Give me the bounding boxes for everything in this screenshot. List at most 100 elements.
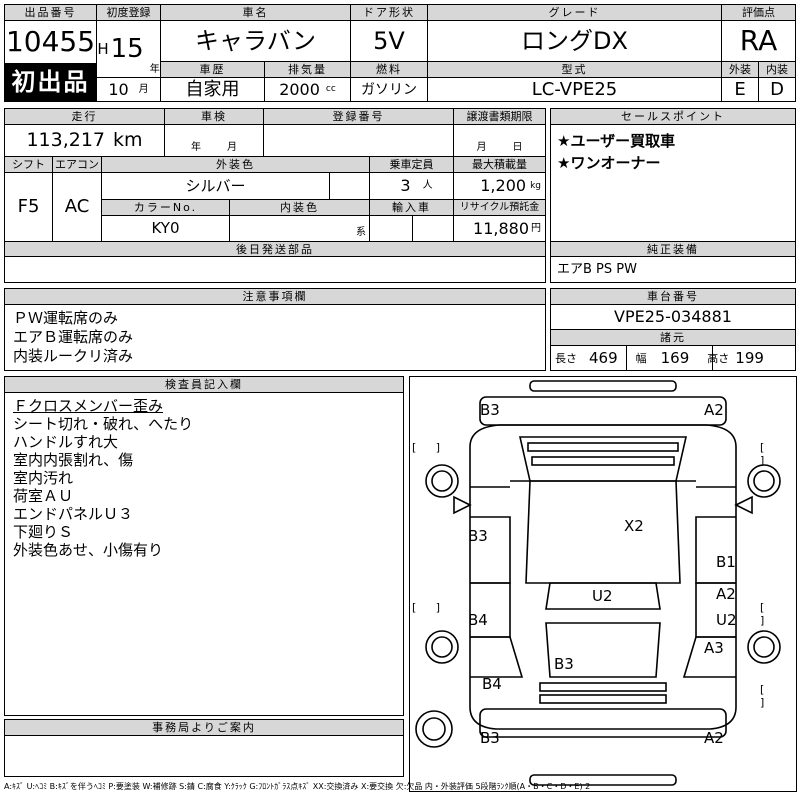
- sales-point: ★ワンオーナー: [557, 154, 661, 172]
- vehicle-outline: [415, 380, 781, 786]
- history: 自家用: [161, 78, 265, 101]
- inspector-note: 室内汚れ: [13, 469, 74, 487]
- interior-label: 内装: [759, 62, 795, 78]
- damage-rear: B3: [554, 655, 574, 673]
- dims-divider: [712, 346, 713, 370]
- chassis-no: VPE25-034881: [551, 305, 795, 330]
- damage-bottom-left: B3: [480, 729, 500, 747]
- damage-right-mid-2: U2: [716, 611, 737, 629]
- bracket-mark: [ ]: [412, 601, 449, 614]
- month-unit: 月: [138, 83, 149, 95]
- max-load: 1,200: [480, 176, 527, 195]
- aircon-label: エアコン: [53, 157, 102, 173]
- model-code: LC-VPE25: [428, 78, 722, 101]
- damage-right-mid: A2: [716, 585, 736, 603]
- bracket-mark: [ ]: [412, 441, 449, 454]
- recycle-cell: 11,880 円: [454, 216, 545, 241]
- sales-points-label: セールスポイント: [551, 109, 795, 125]
- dims-divider: [626, 346, 627, 370]
- displacement: 2000: [279, 79, 320, 99]
- note-line: ＰＷ運転席のみ: [13, 309, 119, 327]
- first-listing-badge: 初出品: [5, 63, 97, 101]
- lot-number-label: 出品番号: [5, 5, 97, 21]
- note-line: 内装ルークリ済み: [13, 347, 134, 365]
- mileage-cell: 113,217 km: [5, 125, 165, 157]
- displacement-label: 排気量: [265, 62, 351, 78]
- year-unit: 年: [149, 64, 160, 75]
- inspector-note: 下廻りＳ: [13, 523, 74, 541]
- equipment: エアB PS PW: [557, 262, 637, 277]
- exterior-score: E: [722, 78, 759, 101]
- import-cell: [370, 216, 454, 241]
- reg-year: 15: [110, 34, 144, 64]
- first-reg-year: H 15 年: [97, 21, 161, 78]
- capacity: 3: [400, 176, 411, 195]
- cc-unit: cc: [325, 84, 336, 94]
- ext-color-label: 外装色: [102, 157, 370, 173]
- inspector-notes: Ｆクロスメンバー歪み シート切れ・破れ、へたり ハンドルすれ大 室内内張割れ、傷…: [5, 395, 403, 595]
- capacity-label: 乗車定員: [370, 157, 454, 173]
- specs-label: 諸元: [551, 330, 795, 346]
- max-load-cell: 1,200 kg: [454, 173, 545, 200]
- reg-no-label: 登録番号: [264, 109, 454, 125]
- inspector-note: 荷室ＡＵ: [13, 487, 74, 505]
- transfer-label: 譲渡書類期限: [454, 109, 545, 125]
- lot-number: 10455: [5, 21, 97, 63]
- inspector-note: 外装色あせ、小傷有り: [13, 541, 164, 559]
- recycle-label: リサイクル預託金: [454, 200, 545, 216]
- car-name-label: 車名: [161, 5, 351, 21]
- sales-points-list: ★ユーザー買取車 ★ワンオーナー: [551, 126, 795, 240]
- length: 469: [589, 348, 618, 367]
- inspection-month-unit: 月: [227, 142, 237, 153]
- rating-label: 評価点: [722, 5, 795, 21]
- first-reg-label: 初度登録: [97, 5, 161, 21]
- inspector-label: 検査員記入欄: [5, 377, 403, 393]
- recycle: 11,880: [473, 218, 529, 238]
- reg-month: 10: [108, 79, 129, 99]
- fuel-label: 燃料: [351, 62, 428, 78]
- notes-label: 注意事項欄: [5, 289, 545, 305]
- office-label: 事務局よりご案内: [5, 720, 403, 736]
- inspection-year-unit: 年: [191, 142, 201, 153]
- damage-bottom-right: A2: [704, 729, 724, 747]
- exterior-label: 外装: [722, 62, 759, 78]
- transfer-month-unit: 月: [476, 142, 487, 153]
- series-unit: 系: [356, 227, 366, 238]
- yen-unit: 円: [531, 222, 541, 234]
- damage-center: U2: [592, 587, 613, 605]
- shift: F5: [5, 173, 53, 241]
- era: H: [97, 39, 109, 58]
- notes-list: ＰＷ運転席のみ エアＢ運転席のみ 内装ルークリ済み: [5, 307, 545, 369]
- damage-right-rear: A3: [704, 639, 724, 657]
- sales-point: ★ユーザー買取車: [557, 132, 676, 150]
- bracket-mark: [ ]: [760, 601, 773, 627]
- ext-color-value: シルバー: [185, 176, 246, 195]
- first-reg-month: 10 月: [97, 78, 161, 101]
- car-name: キャラバン: [161, 21, 351, 62]
- color-no: KY0: [102, 216, 230, 241]
- damage-roof: X2: [624, 517, 644, 535]
- length-label: 長さ: [555, 351, 577, 365]
- inspector-note: Ｆクロスメンバー歪み: [13, 397, 164, 415]
- note-line: エアＢ運転席のみ: [13, 328, 134, 346]
- transfer-day-unit: 日: [512, 142, 523, 153]
- width-label: 幅: [635, 351, 647, 365]
- damage-legend: A:ｷｽﾞ U:ﾍｺﾐ B:ｷｽﾞを伴うﾍｺﾐ P:要塗装 W:補修跡 S:錆 …: [4, 782, 591, 791]
- ext-color-extra: [330, 173, 370, 200]
- int-color-label: 内装色: [230, 200, 370, 216]
- inspector-note: 室内内張割れ、傷: [13, 451, 134, 469]
- import-divider: [412, 216, 413, 241]
- inspector-note: シート切れ・破れ、へたり: [13, 415, 194, 433]
- inspector-block: [4, 376, 404, 716]
- km-unit: km: [113, 129, 143, 151]
- dims-row: 長さ 469 幅 169 高さ 199: [551, 346, 795, 370]
- doors-label: ドア形状: [351, 5, 428, 21]
- inspector-note: エンドパネルＵ３: [13, 505, 134, 523]
- fuel: ガソリン: [351, 78, 428, 101]
- displacement-cell: 2000 cc: [265, 78, 351, 101]
- grade: ロングDX: [428, 21, 722, 62]
- color-no-label: カラーNo.: [102, 200, 230, 216]
- damage-left-front: B3: [468, 527, 488, 545]
- int-color-cell: 系: [230, 216, 370, 241]
- damage-top-right: A2: [704, 401, 724, 419]
